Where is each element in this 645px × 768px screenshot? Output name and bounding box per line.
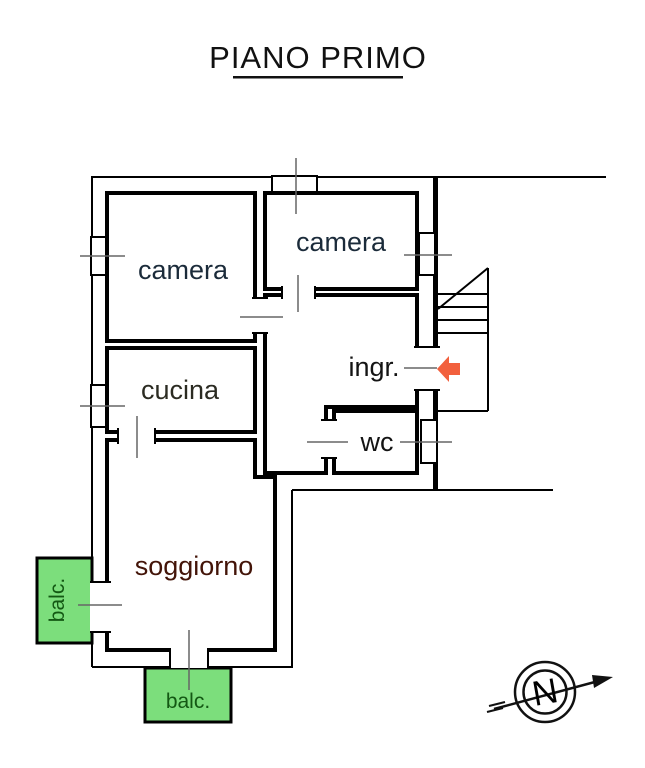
title-underline	[233, 76, 403, 79]
room-wc-label: wc	[360, 427, 394, 457]
centre-lines	[78, 158, 452, 690]
staircase	[437, 267, 489, 412]
balcony-left-label: balc.	[46, 578, 69, 622]
window-camera-right-side	[418, 232, 436, 276]
room-soggiorno-shape	[105, 438, 277, 652]
room-labels: camera camera cucina ingr. wc soggiorno …	[46, 227, 400, 713]
room-ingresso-label: ingr.	[348, 352, 399, 382]
room-camera-right-shape	[263, 191, 419, 291]
balcony-left-shape	[35, 556, 94, 645]
room-camera-right-label: camera	[296, 227, 387, 257]
room-ingresso-shape	[263, 293, 419, 475]
room-soggiorno-label: soggiorno	[135, 551, 254, 581]
room-camera-left-label: camera	[138, 255, 229, 285]
rooms	[35, 191, 419, 724]
entrance-arrow-icon	[437, 356, 460, 382]
room-cucina-label: cucina	[141, 375, 220, 405]
window-camera-right-top	[271, 175, 318, 193]
balcony-bottom-label: balc.	[166, 690, 210, 713]
page-title: PIANO PRIMO	[209, 40, 427, 75]
